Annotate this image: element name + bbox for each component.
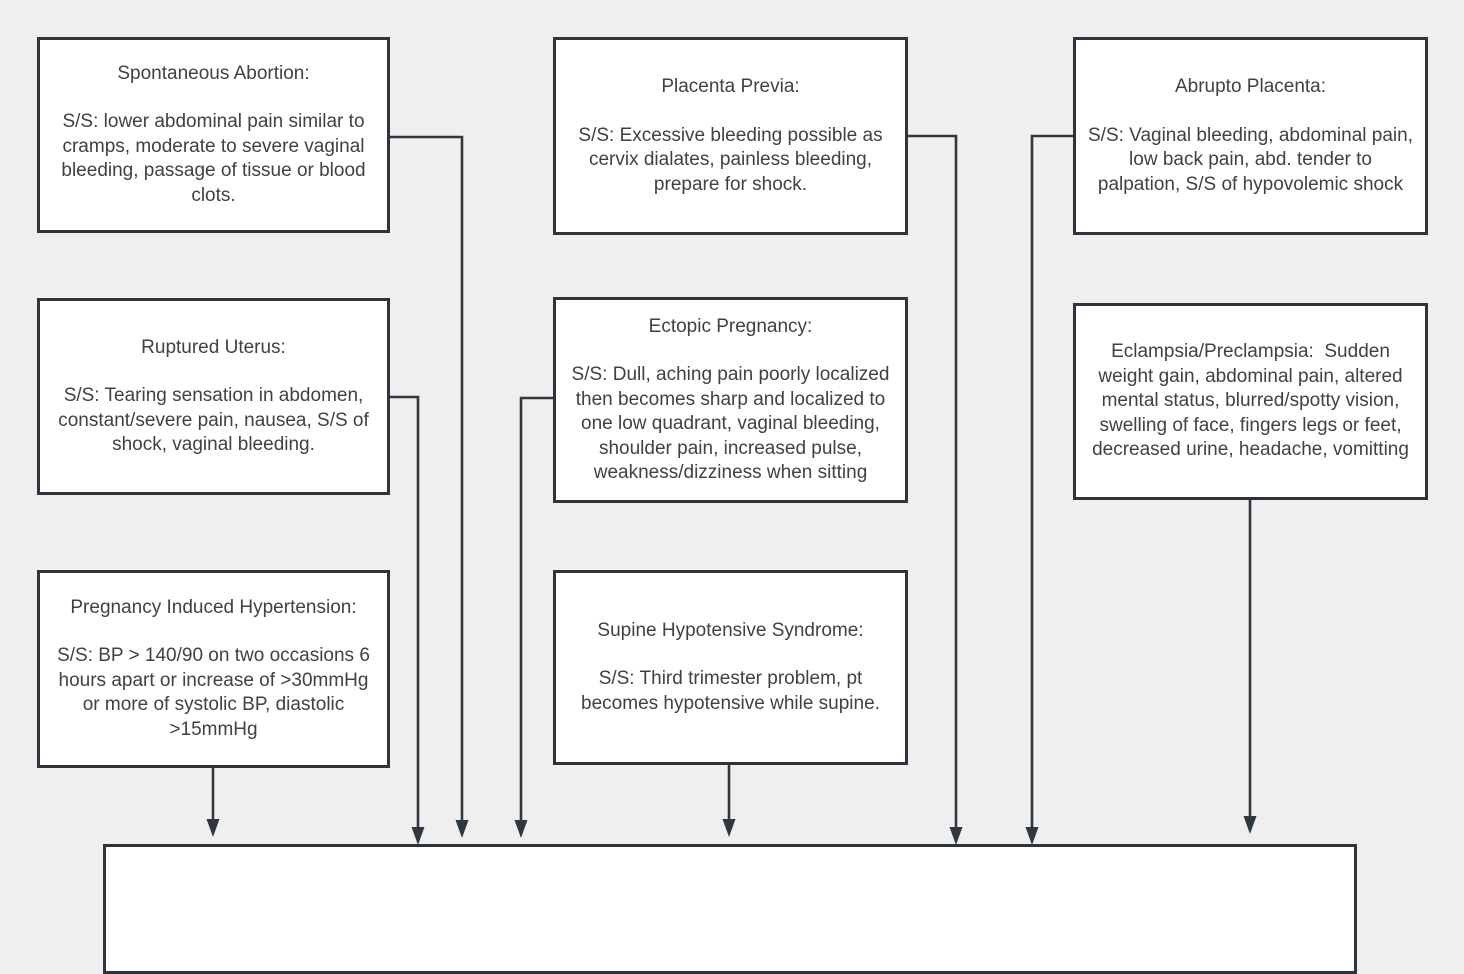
node-title: Ectopic Pregnancy:: [648, 315, 813, 337]
node-body: Eclampsia/Preclampsia: Sudden weight gai…: [1092, 341, 1409, 461]
node-body: S/S: lower abdominal pain similar to cra…: [61, 111, 371, 206]
arrowhead-icon: [1243, 816, 1257, 834]
node-pregnancy-induced-hypertension: Pregnancy Induced Hypertension: S/S: BP …: [37, 570, 390, 768]
connector-abrupto-placenta: [1030, 134, 1073, 827]
arrowhead-icon: [949, 827, 963, 845]
node-abrupto-placenta: Abrupto Placenta: S/S: Vaginal bleeding,…: [1073, 37, 1428, 235]
node-spontaneous-abortion: Spontaneous Abortion: S/S: lower abdomin…: [37, 37, 390, 233]
arrowhead-icon: [455, 820, 469, 838]
connector-ectopic-pregnancy: [519, 396, 553, 820]
node-title: Spontaneous Abortion:: [117, 62, 310, 84]
node-body: S/S: Vaginal bleeding, abdominal pain, l…: [1088, 124, 1419, 195]
node-ruptured-uterus: Ruptured Uterus: S/S: Tearing sensation …: [37, 298, 390, 495]
arrowhead-icon: [206, 819, 220, 837]
node-title: Abrupto Placenta:: [1174, 76, 1327, 97]
arrowhead-icon: [1025, 827, 1039, 845]
node-title: Pregnancy Induced Hypertension:: [70, 596, 357, 618]
node-body: S/S: Dull, aching pain poorly localized …: [571, 364, 895, 483]
node-supine-hypotensive-syndrome: Supine Hypotensive Syndrome: S/S: Third …: [553, 570, 908, 765]
flowchart-page: { "diagram": { "title_implicit": "Obstet…: [37, 37, 1428, 974]
node-destination-box: [103, 844, 1357, 974]
node-title: Ruptured Uterus:: [141, 336, 286, 358]
node-eclampsia-preclampsia: Eclampsia/Preclampsia: Sudden weight gai…: [1073, 303, 1428, 500]
connector-ruptured-uterus: [390, 395, 420, 827]
node-title: Supine Hypotensive Syndrome:: [597, 619, 864, 641]
node-placenta-previa: Placenta Previa: S/S: Excessive bleeding…: [553, 37, 908, 235]
arrowhead-icon: [411, 827, 425, 845]
node-title: Placenta Previa:: [661, 76, 800, 97]
arrowhead-icon: [514, 820, 528, 838]
node-body: S/S: Excessive bleeding possible as cerv…: [578, 124, 888, 195]
connector-spontaneous-abortion: [390, 135, 464, 820]
node-body: S/S: BP > 140/90 on two occasions 6 hour…: [57, 645, 376, 740]
flowchart-canvas: Spontaneous Abortion: S/S: lower abdomin…: [37, 37, 1428, 974]
connector-placenta-previa: [908, 134, 958, 827]
node-body: S/S: Tearing sensation in abdomen, const…: [58, 385, 375, 455]
arrowhead-icon: [722, 819, 736, 837]
node-body: S/S: Third trimester problem, pt becomes…: [581, 668, 880, 714]
node-ectopic-pregnancy: Ectopic Pregnancy: S/S: Dull, aching pai…: [553, 297, 908, 503]
